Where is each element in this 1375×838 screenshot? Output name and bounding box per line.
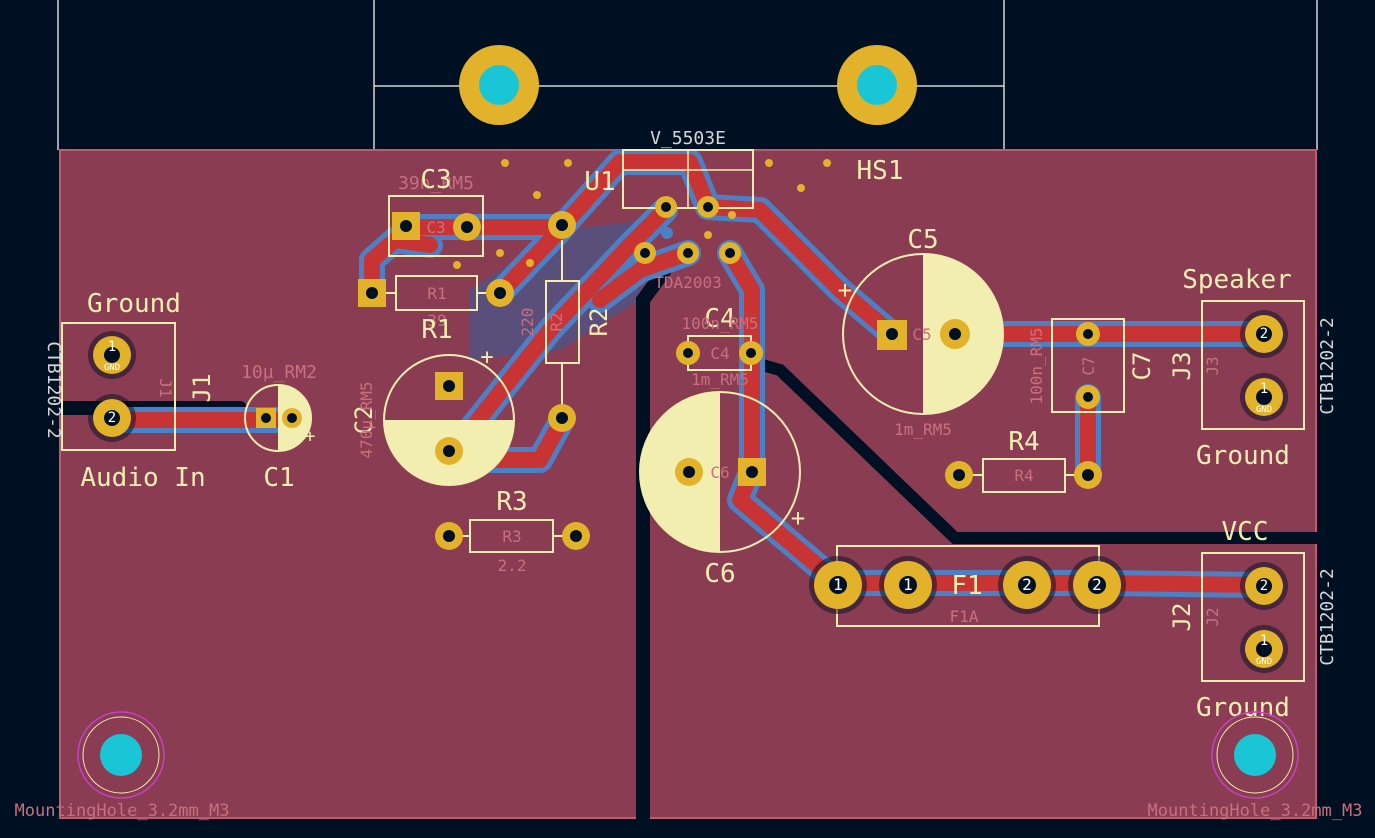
r3-value: 2.2 <box>498 556 527 575</box>
c2-plus-sign: + <box>480 345 493 370</box>
c5-fab-ref: C5 <box>912 325 931 344</box>
r2-fab-ref: R2 <box>547 312 566 331</box>
j1-value: CTB1202-2 <box>43 341 64 439</box>
r1-value: 39 <box>427 311 446 330</box>
j3-pin1-net: GND <box>1256 405 1272 415</box>
c6-fab-ref: C6 <box>710 463 729 482</box>
resistor-r2[interactable]: R2 220 R2 <box>518 211 613 432</box>
f1-ref: F1 <box>951 571 982 601</box>
j3-label-top: Speaker <box>1182 265 1292 295</box>
r4-ref: R4 <box>1008 427 1039 457</box>
capacitor-c4[interactable]: C4 100n_RM5 C4 1m_RM5 <box>676 304 763 389</box>
j1-pin1-net: GND <box>104 363 120 373</box>
u1-ref: U1 <box>584 167 615 197</box>
r4-fab-ref: R4 <box>1014 466 1033 485</box>
j2-pin2-number: 2 <box>1260 578 1268 594</box>
f1-pin1a-number: 1 <box>833 575 843 594</box>
capacitor-c1[interactable]: + 10µ_RM2 C1 <box>241 362 317 493</box>
c5-ref: C5 <box>907 225 938 255</box>
c3-fab-ref: C3 <box>426 218 445 237</box>
c4-value: 100n_RM5 <box>681 314 758 333</box>
j2-value: CTB1202-2 <box>1317 568 1338 666</box>
capacitor-c5[interactable]: + C5 C5 1m_RM5 <box>838 225 1004 439</box>
j1-pin2-number: 2 <box>108 410 116 426</box>
r3-ref: R3 <box>496 487 527 517</box>
j2-label-bottom: Ground <box>1196 693 1290 723</box>
r2-ref: R2 <box>585 308 613 337</box>
u1-value: TDA2003 <box>654 273 721 292</box>
c7-ref: C7 <box>1128 352 1156 381</box>
capacitor-c2[interactable]: + C2 470µ_RM5 <box>350 345 515 486</box>
c4-value2: 1m_RM5 <box>691 370 749 389</box>
resistor-r3[interactable]: R3 R3 2.2 <box>435 487 590 575</box>
j2-pin1-net: GND <box>1256 657 1272 667</box>
heatsink-pad-right[interactable] <box>837 45 917 125</box>
c7-fab-ref: C7 <box>1079 356 1098 375</box>
j2-fab-ref: J2 <box>1203 607 1222 626</box>
j1-fab-ref: J1 <box>156 378 175 397</box>
f1-pin1b-number: 1 <box>903 575 913 594</box>
c1-ref: C1 <box>263 463 294 493</box>
j3-fab-ref: J3 <box>1203 356 1222 375</box>
mh-right-value: MountingHole_3.2mm_M3 <box>1148 801 1363 821</box>
c5-plus-sign: + <box>838 276 852 304</box>
c2-value: 470µ_RM5 <box>357 381 376 458</box>
r2-value: 220 <box>518 308 537 337</box>
capacitor-c6[interactable]: + C6 C6 <box>639 391 805 589</box>
capacitor-c3[interactable]: 39n_RM5 C3 C3 <box>388 165 484 257</box>
mounting-hole-right[interactable]: MountingHole_3.2mm_M3 <box>1148 711 1363 821</box>
connector-j1[interactable]: 1 GND 2 Ground Audio In J1 J1 CTB1202-2 <box>43 289 216 493</box>
connector-j3[interactable]: 2 1 GND Speaker Ground J3 J3 CTB1202-2 <box>1168 265 1338 471</box>
c1-value: 10µ_RM2 <box>241 362 317 383</box>
mounting-hole-left[interactable]: MountingHole_3.2mm_M3 <box>15 711 230 821</box>
c7-value: 100n_RM5 <box>1027 327 1046 404</box>
connector-j2[interactable]: 2 1 GND VCC Ground J2 J2 CTB1202-2 <box>1168 517 1338 723</box>
c3-ref: C3 <box>420 165 451 195</box>
j1-ref: J1 <box>188 374 216 403</box>
hs1-ref: HS1 <box>857 156 904 186</box>
resistor-r4[interactable]: R4 R4 <box>945 427 1102 493</box>
c1-plus-sign: + <box>305 426 316 447</box>
j3-label-bottom: Ground <box>1196 441 1290 471</box>
r3-fab-ref: R3 <box>502 527 521 546</box>
j3-pin2-number: 2 <box>1260 326 1268 342</box>
heatsink-pad-left[interactable] <box>459 45 539 125</box>
fuse-f1[interactable]: 1 1 2 2 F1 F1A <box>809 545 1126 627</box>
r1-ref: R1 <box>421 315 452 345</box>
j2-pin1-number: 1 <box>1260 633 1268 649</box>
c3-value: 39n_RM5 <box>398 173 474 194</box>
f1-pin2b-number: 2 <box>1092 575 1102 594</box>
j1-label-top: Ground <box>87 289 181 319</box>
j3-value: CTB1202-2 <box>1317 317 1338 415</box>
c4-fab-ref: C4 <box>710 344 729 363</box>
regulator-u1[interactable]: U1 TDA2003 V_5503E <box>584 128 754 292</box>
j2-ref: J2 <box>1168 603 1196 632</box>
c4-ref: C4 <box>704 304 735 334</box>
heatsink-outline <box>57 0 1318 150</box>
mh-left-value: MountingHole_3.2mm_M3 <box>15 801 230 821</box>
j1-pin1-number: 1 <box>108 339 116 355</box>
via-stitching <box>453 159 831 269</box>
capacitor-c7[interactable]: C7 100n_RM5 C7 <box>1027 318 1156 413</box>
c5-value: 1m_RM5 <box>894 420 952 439</box>
c2-ref: C2 <box>350 406 378 435</box>
j3-ref: J3 <box>1168 352 1196 381</box>
f1-pin2a-number: 2 <box>1022 575 1032 594</box>
r1-fab-ref: R1 <box>427 284 446 303</box>
hs1-value: V_5503E <box>650 128 726 149</box>
c6-plus-sign: + <box>791 504 805 532</box>
j2-label-top: VCC <box>1222 517 1269 547</box>
j3-pin1-number: 1 <box>1260 381 1268 397</box>
f1-value: F1A <box>950 607 979 626</box>
resistor-r1[interactable]: R1 39 R1 <box>358 275 514 345</box>
c6-ref: C6 <box>704 559 735 589</box>
j1-label-bottom: Audio In <box>80 463 205 493</box>
